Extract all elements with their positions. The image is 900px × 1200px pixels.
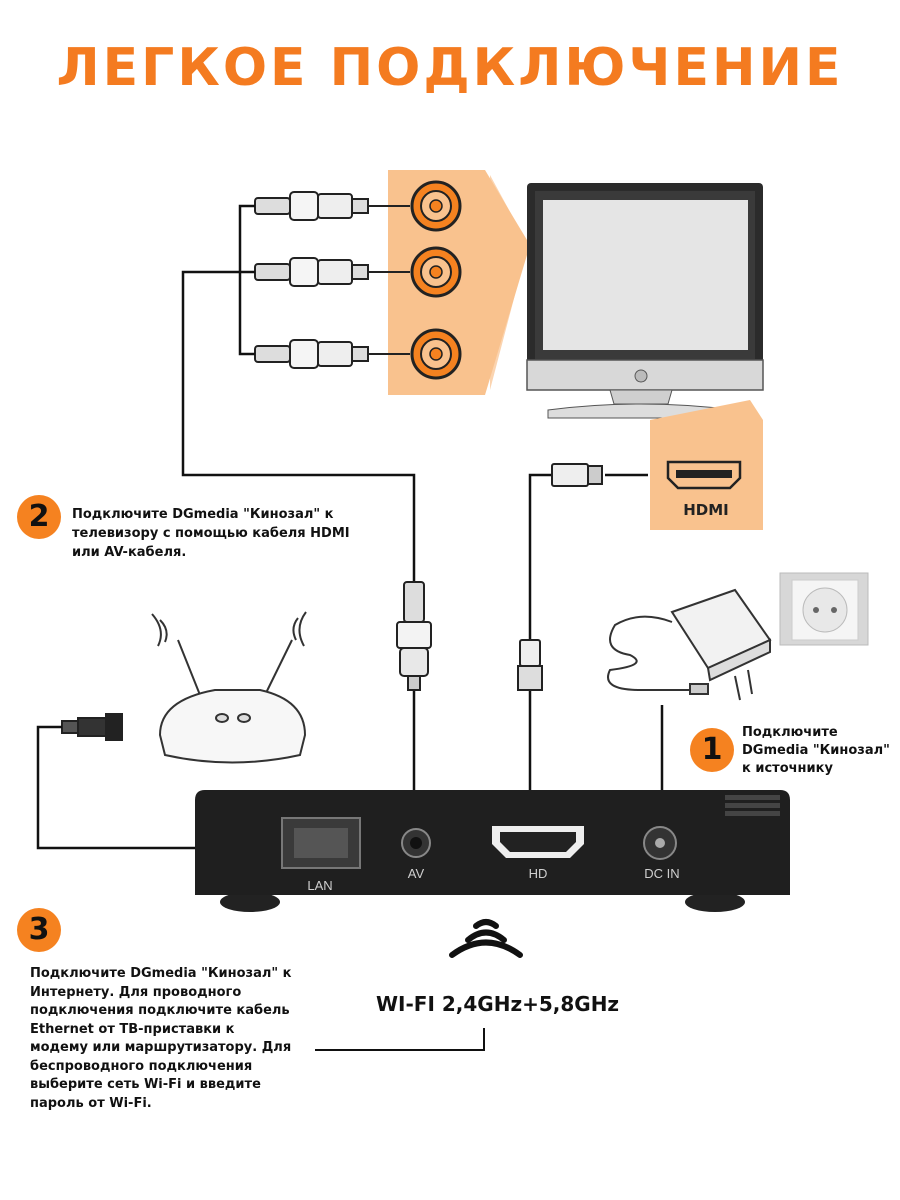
step-badge-2: 2 [17,495,61,539]
port-label-lan: LAN [307,878,333,893]
lan-port-icon [281,817,361,869]
tv-icon [526,183,764,419]
step-text-1: Подключите DGmedia "Кинозал" к источнику [742,725,890,776]
port-label-dc: DC IN [644,866,680,881]
av-plug-icon [396,581,432,691]
wall-socket-icon [779,572,869,646]
port-label-hd: HD [528,866,548,881]
tv-hdmi-highlight [650,400,763,530]
router-icon [151,611,307,764]
rca-socket-icon [410,180,462,380]
page-title: ЛЕГКОЕ ПОДКЛЮЧЕНИЕ [56,38,844,98]
rca-connector-icon [254,191,410,369]
wifi-icon [449,919,523,958]
wifi-connector-line [315,1028,485,1051]
ethernet-cable [36,725,195,850]
power-adapter-icon [607,588,772,701]
hdmi-cable [528,473,648,790]
port-label-av: AV [407,866,425,881]
ethernet-connector-icon [61,713,123,741]
tv-hdmi-label: HDMI [683,501,729,519]
hdmi-connector-icon [517,463,603,691]
step-text-2: Подключите DGmedia "Кинозал" к телевизор… [72,507,350,560]
av-cable [181,204,416,790]
wifi-label: WI-FI 2,4GHz+5,8GHz [376,992,620,1016]
dc-port-icon [643,826,677,860]
step-badge-3: 3 [17,908,61,952]
av-port-icon [401,828,431,858]
hd-port-icon [492,826,584,858]
step-badge-1: 1 [690,728,734,772]
step-text-3: Подключите DGmedia "Кинозал" к Интернету… [30,966,292,1111]
